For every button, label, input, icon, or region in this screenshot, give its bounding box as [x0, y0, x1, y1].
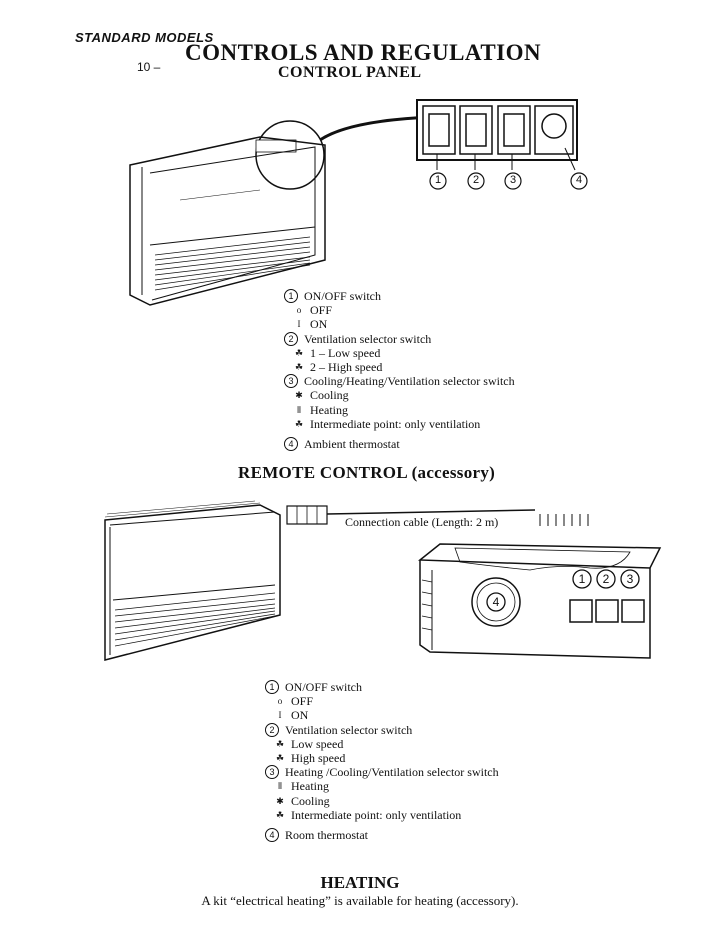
- callout-number: 2: [265, 722, 285, 737]
- callout-4: 4: [569, 171, 593, 191]
- off-symbol: o: [296, 305, 302, 316]
- legend-text: ON: [310, 317, 328, 332]
- callout-number: 3: [284, 374, 304, 389]
- legend-item: ☘ Intermediate point: only ventilation: [265, 808, 499, 822]
- legend-text: Cooling: [310, 388, 349, 403]
- remote-dial-callout-4: 4: [486, 592, 506, 612]
- legend-text: 2 – High speed: [310, 360, 383, 375]
- legend-text: Heating: [291, 779, 329, 794]
- heat-icon: ⫴: [297, 404, 301, 415]
- legend-item: ⫴ Heating: [265, 779, 499, 793]
- legend-text: Cooling: [291, 793, 330, 808]
- off-symbol: o: [277, 696, 283, 707]
- page-subtitle: CONTROL PANEL: [278, 64, 422, 81]
- legend-item: ✱ Cooling: [265, 794, 499, 808]
- callout-number: 3: [265, 765, 285, 780]
- legend-text: ON: [291, 708, 309, 723]
- on-symbol: I: [297, 319, 301, 330]
- legend-item: ✱ Cooling: [284, 388, 515, 402]
- legend-item: I ON: [284, 317, 515, 331]
- fan-icon: ☘: [275, 809, 285, 820]
- remote-callout-3: 3: [620, 569, 640, 589]
- callout-number: 1: [265, 680, 285, 695]
- legend-item: ☘ High speed: [265, 751, 499, 765]
- on-symbol: I: [278, 710, 282, 721]
- fan-icon: ☘: [275, 753, 285, 764]
- page-number: 10 –: [137, 60, 161, 74]
- fan-coil-unit-remote-illustration: [104, 500, 281, 661]
- remote-callout-1: 1: [572, 569, 592, 589]
- fan-icon: ☘: [294, 362, 304, 373]
- legend-item: ⫴ Heating: [284, 403, 515, 417]
- heating-text: A kit “electrical heating” is available …: [201, 893, 519, 908]
- legend-text: Intermediate point: only ventilation: [310, 416, 481, 431]
- callout-number: 4: [284, 437, 304, 452]
- connection-cable-illustration: [286, 505, 589, 526]
- legend-text: Ventilation selector switch: [285, 722, 413, 737]
- page-title: CONTROLS AND REGULATION: [185, 40, 542, 65]
- callout-number: 2: [284, 331, 304, 346]
- snowflake-icon: ✱: [295, 390, 303, 401]
- legend-text: OFF: [291, 694, 314, 709]
- callout-3: 3: [503, 171, 527, 191]
- remote-control-illustration: [417, 543, 662, 659]
- legend-item: ☘ 1 – Low speed: [284, 346, 515, 360]
- legend-item: ☘ Intermediate point: only ventilation: [284, 417, 515, 431]
- legend-text: Heating /Cooling/Ventilation selector sw…: [285, 765, 499, 780]
- snowflake-icon: ✱: [276, 795, 284, 806]
- legend-text: Room thermostat: [285, 828, 368, 843]
- fan-coil-unit-illustration: [129, 115, 436, 306]
- callout-number: 1: [284, 289, 304, 304]
- fan-icon: ☘: [294, 347, 304, 358]
- heat-icon: ⫴: [278, 781, 282, 792]
- legend-item: I ON: [265, 708, 499, 722]
- legend-text: High speed: [291, 751, 346, 766]
- legend-text: Cooling/Heating/Ventilation selector swi…: [304, 374, 515, 389]
- legend-text: Intermediate point: only ventilation: [291, 807, 462, 822]
- fan-icon: ☘: [275, 738, 285, 749]
- legend-text: Heating: [310, 402, 348, 417]
- legend-item: ☘ Low speed: [265, 737, 499, 751]
- heating-title: HEATING: [320, 873, 400, 892]
- control-panel-detail: [416, 99, 578, 171]
- remote-control-title: REMOTE CONTROL (accessory): [238, 463, 496, 482]
- legend-item: o OFF: [265, 694, 499, 708]
- legend-text: Low speed: [291, 736, 344, 751]
- legend-text: OFF: [310, 303, 333, 318]
- legend-text: 1 – Low speed: [310, 345, 381, 360]
- legend-text: ON/OFF switch: [304, 289, 382, 303]
- legend-text: Ventilation selector switch: [304, 331, 432, 346]
- section-label: STANDARD MODELS: [75, 30, 214, 45]
- callout-1: 1: [428, 171, 452, 191]
- connection-cable-label: Connection cable (Length: 2 m): [345, 515, 499, 529]
- legend-text: Ambient thermostat: [304, 437, 400, 452]
- legend-item: o OFF: [284, 303, 515, 317]
- callout-2: 2: [466, 171, 490, 191]
- callout-number: 4: [265, 828, 285, 843]
- remote-callout-2: 2: [596, 569, 616, 589]
- legend-item: ☘ 2 – High speed: [284, 360, 515, 374]
- fan-icon: ☘: [294, 418, 304, 429]
- legend-text: ON/OFF switch: [285, 680, 363, 694]
